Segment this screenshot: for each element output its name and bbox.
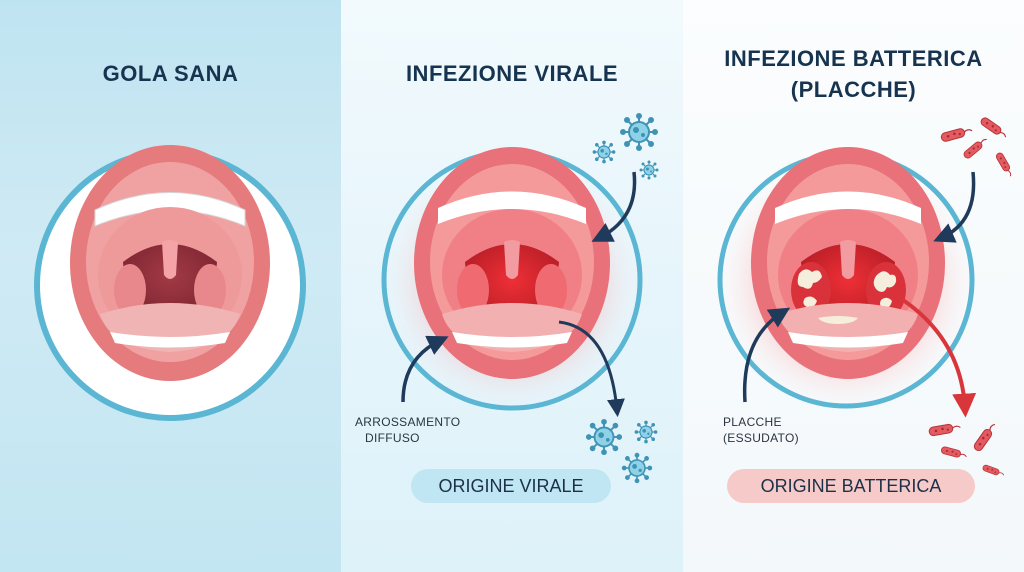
healthy-throat-illustration	[34, 145, 306, 421]
arrow-icon	[901, 298, 977, 418]
annotation-line: (ESSUDATO)	[723, 431, 799, 445]
badge-viral-origin: ORIGINE VIRALE	[411, 469, 611, 503]
panel-title: INFEZIONE BATTERICA (PLACCHE)	[683, 43, 1024, 105]
arrow-icon	[742, 307, 791, 403]
panel-viral: INFEZIONE VIRALE ARROSSAMEN	[341, 0, 683, 572]
arrow-icon	[401, 335, 449, 403]
plaque-deposits	[797, 269, 897, 309]
open-mouth-icon	[751, 147, 945, 379]
title-line: (PLACCHE)	[790, 77, 917, 102]
arrow-icon	[558, 320, 625, 418]
title-line: INFEZIONE VIRALE	[405, 61, 619, 86]
panel-bacterial: INFEZIONE BATTERICA (PLACCHE)	[683, 0, 1024, 572]
badge-bacterial-origin: ORIGINE BATTERICA	[727, 469, 975, 503]
annotation-line: ARROSSAMENTO	[355, 415, 461, 429]
annotation-redness: ARROSSAMENTO DIFFUSO	[355, 414, 460, 446]
annotation-plaques: PLACCHE (ESSUDATO)	[723, 414, 799, 446]
panel-title: INFEZIONE VIRALE	[341, 58, 683, 89]
annotation-line: DIFFUSO	[365, 431, 420, 445]
annotation-line: PLACCHE	[723, 415, 782, 429]
open-mouth-icon	[414, 147, 610, 379]
title-line: GOLA SANA	[102, 61, 239, 86]
viral-throat-illustration	[380, 113, 659, 484]
arrow-icon	[591, 171, 637, 242]
arrow-icon	[933, 171, 976, 243]
open-mouth-icon	[70, 145, 270, 381]
panel-healthy: GOLA SANA	[0, 0, 341, 572]
panel-title: GOLA SANA	[0, 58, 341, 89]
title-line: INFEZIONE BATTERICA	[724, 46, 983, 71]
bacterial-throat-illustration	[711, 115, 1015, 478]
